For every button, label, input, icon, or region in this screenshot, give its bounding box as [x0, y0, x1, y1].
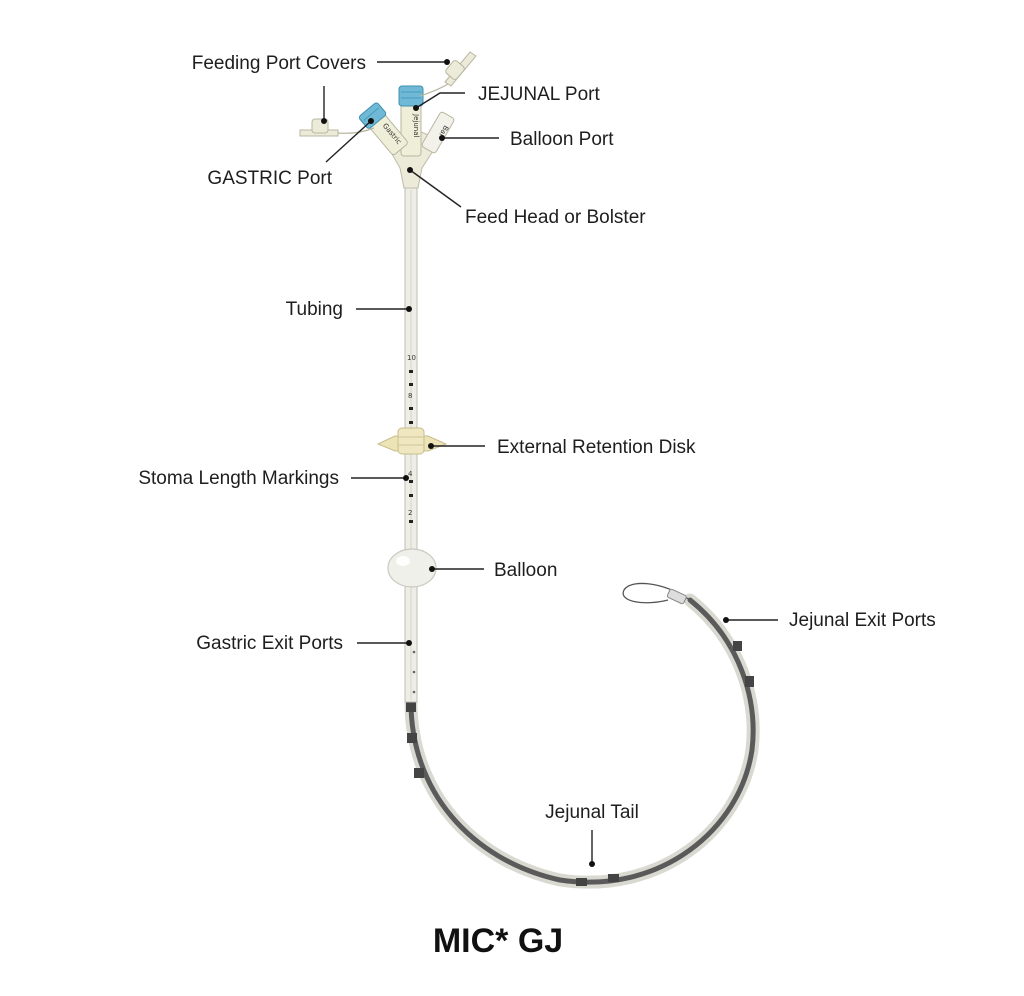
label-balloon: Balloon: [494, 560, 557, 581]
balloon-illustration: [387, 548, 437, 588]
jejunal-imprint: Jejunal: [412, 113, 420, 137]
stoma-mark-2: 2: [408, 509, 412, 517]
label-external-retention-disk: External Retention Disk: [497, 437, 696, 458]
label-gastric-port: GASTRIC Port: [207, 168, 332, 189]
label-jejunal-port: JEJUNAL Port: [478, 84, 600, 105]
gastric-exit-ports: [412, 650, 416, 694]
label-feed-head: Feed Head or Bolster: [465, 207, 646, 228]
label-feeding-port-covers: Feeding Port Covers: [192, 53, 366, 74]
stoma-mark-4: 4: [408, 470, 413, 478]
label-gastric-exit-ports: Gastric Exit Ports: [196, 633, 343, 654]
jejunal-tail: [404, 582, 760, 889]
external-retention-disk: [376, 427, 448, 455]
feed-head: Jejunal Gastric Bal: [358, 85, 455, 189]
label-balloon-port: Balloon Port: [510, 129, 614, 150]
diagram-title: MIC* GJ: [433, 922, 563, 960]
label-tubing: Tubing: [286, 299, 343, 320]
stoma-mark-8: 8: [408, 392, 412, 400]
leader-lines: [321, 59, 778, 867]
callout-labels: Feeding Port Covers JEJUNAL Port Balloon…: [138, 53, 935, 823]
gj-tube-device: 10 8 6 4 2 Jejunal: [299, 51, 760, 889]
feeding-port-covers: [299, 51, 477, 137]
label-stoma-length-markings: Stoma Length Markings: [138, 468, 339, 489]
label-jejunal-exit-ports: Jejunal Exit Ports: [789, 610, 936, 631]
stoma-mark-10: 10: [407, 354, 416, 362]
label-jejunal-tail: Jejunal Tail: [545, 802, 639, 823]
